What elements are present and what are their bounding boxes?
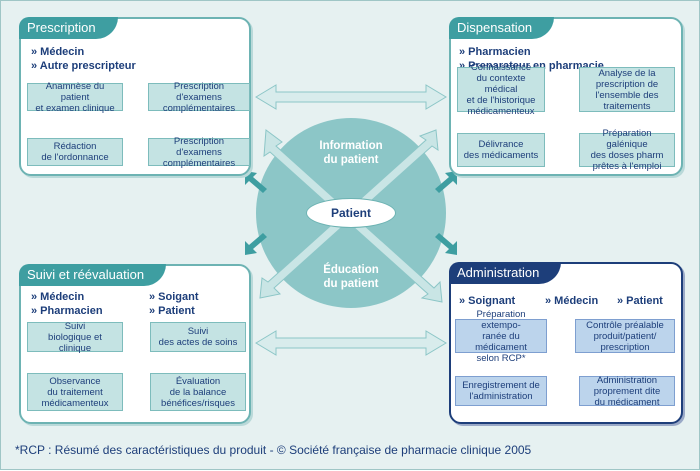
box-suivi-biologique: Suivi biologique et clinique — [27, 321, 123, 354]
box-enregistrement: Enregistrement de l'administration — [455, 376, 547, 406]
box-prescription-examens-2: Prescription d'examens complémentaires — [148, 136, 250, 169]
footnote: *RCP : Résumé des caractéristiques du pr… — [15, 443, 532, 457]
administration-role-medecin: » Médecin — [545, 295, 599, 307]
box-controle-prealable: Contrôle préalable produit/patient/ pres… — [575, 319, 675, 353]
dispensation-title: Dispensation — [449, 17, 555, 39]
suivi-roles-right: » Soigant » Patient — [149, 290, 199, 318]
box-preparation-extemporanee: Préparation extempo- ranée du médicament… — [455, 309, 547, 364]
patient-node: Patient — [306, 198, 396, 228]
prescription-roles: » Médecin » Autre prescripteur — [31, 45, 136, 73]
suivi-title: Suivi et réévaluation — [19, 264, 167, 286]
role-medecin: » Médecin — [31, 291, 85, 303]
role-pharmacien: » Pharmacien — [459, 46, 531, 58]
role-pharmacien: » Pharmacien — [31, 305, 103, 317]
box-preparation-galenique: Préparation galénique des doses pharm pr… — [579, 128, 675, 172]
role-medecin: » Médecin — [31, 46, 85, 58]
box-connaissance-contexte: Connaissance du contexte médical et de l… — [457, 62, 545, 117]
role-autre-prescripteur: » Autre prescripteur — [31, 60, 136, 72]
administration-role-soignant: » Soignant — [459, 295, 516, 307]
education-patient-label: Éducation du patient — [323, 264, 379, 290]
prescription-title: Prescription — [19, 17, 118, 39]
box-anamnese: Anamnèse du patient et examen clinique — [27, 81, 123, 114]
information-patient-label: Information du patient — [319, 140, 383, 166]
box-prescription-examens-1: Prescription d'examens complémentaires — [148, 81, 250, 114]
box-evaluation-balance: Évaluation de la balance bénéfices/risqu… — [150, 373, 246, 411]
box-redaction-ordonnance: Rédaction de l'ordonnance — [27, 138, 123, 166]
suivi-roles-left: » Médecin » Pharmacien — [31, 290, 103, 318]
administration-title: Administration — [449, 262, 562, 284]
administration-role-patient: » Patient — [617, 295, 663, 307]
role-patient: » Patient — [149, 305, 195, 317]
role-soignant: » Soigant — [149, 291, 199, 303]
box-suivi-actes-soins: Suivi des actes de soins — [150, 322, 246, 352]
bottom-double-arrow — [255, 330, 447, 356]
box-delivrance: Délivrance des médicaments — [457, 133, 545, 167]
top-double-arrow — [255, 84, 447, 110]
box-observance: Observance du traitement médicamenteux — [27, 373, 123, 411]
box-analyse-prescription: Analyse de la prescription de l'ensemble… — [579, 67, 675, 112]
box-administration-proprement-dite: Administration proprement dite du médica… — [579, 375, 675, 408]
